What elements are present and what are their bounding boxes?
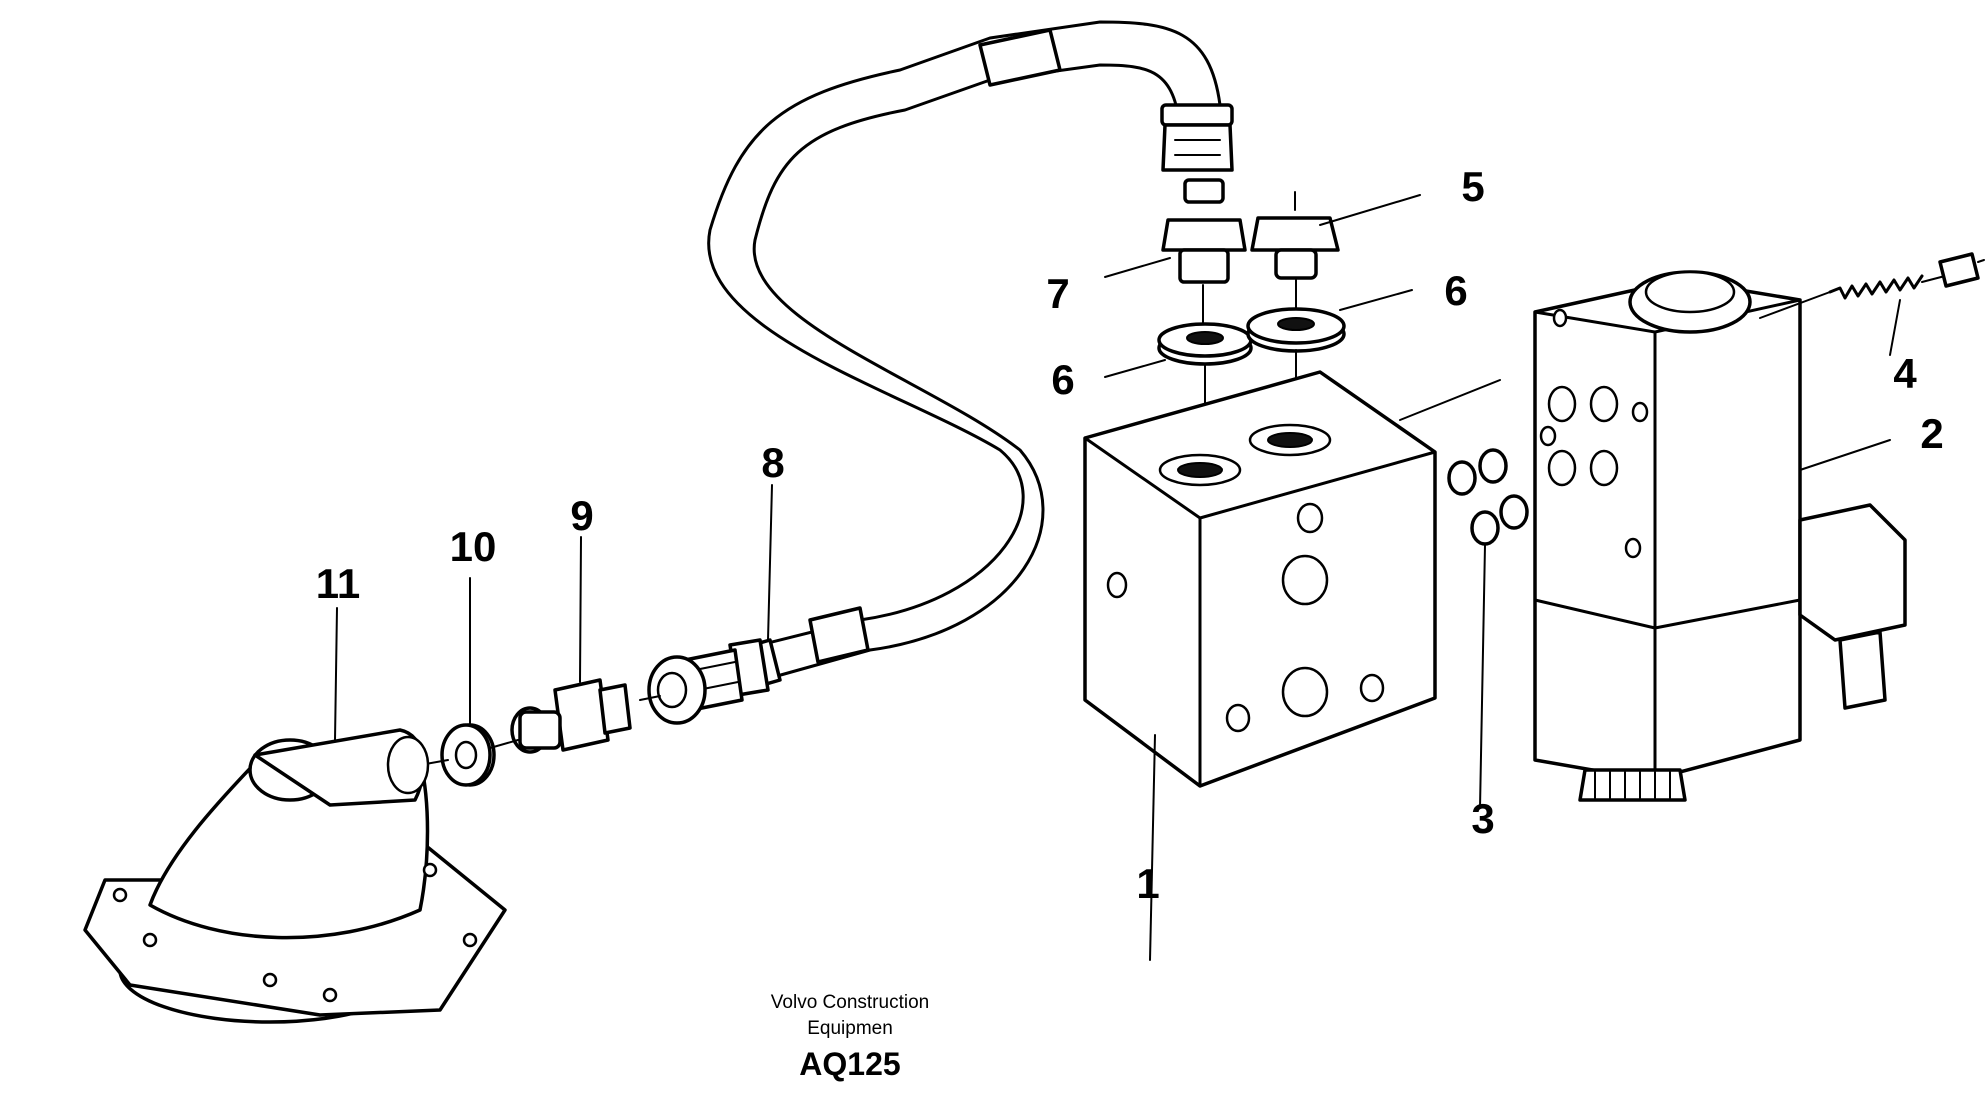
callout-10: 10 [450,523,497,570]
adapter-fitting [1161,178,1247,326]
caption-line-1: Volvo Construction [771,992,929,1013]
callout-7: 7 [1046,270,1069,317]
brake-chamber-housing [83,728,507,1024]
leader-lines [334,194,1901,961]
callout-6b: 6 [1444,267,1467,314]
seal-washer-left [1157,322,1253,366]
hydraulic-hose [707,20,1234,692]
nipple-fitting [510,678,661,754]
caption-code: AQ125 [799,1046,900,1082]
screw [1759,252,1985,319]
callout-3: 3 [1471,795,1494,842]
valve-block [1083,370,1437,788]
caption-line-2: Equipmen [807,1018,893,1039]
callout-11: 11 [316,560,360,607]
callout-9: 9 [570,492,593,539]
callout-5: 5 [1461,163,1484,210]
callout-6a: 6 [1051,356,1074,403]
callout-2: 2 [1920,410,1943,457]
seal-washer-right [1246,307,1346,353]
callout-1: 1 [1136,860,1159,907]
plug [1250,191,1340,321]
callout-4: 4 [1893,350,1917,397]
solenoid-valve [1533,270,1907,802]
o-rings [1447,448,1529,546]
washer [419,723,519,787]
callout-8: 8 [761,439,784,486]
hose-end-fitting [647,638,770,725]
